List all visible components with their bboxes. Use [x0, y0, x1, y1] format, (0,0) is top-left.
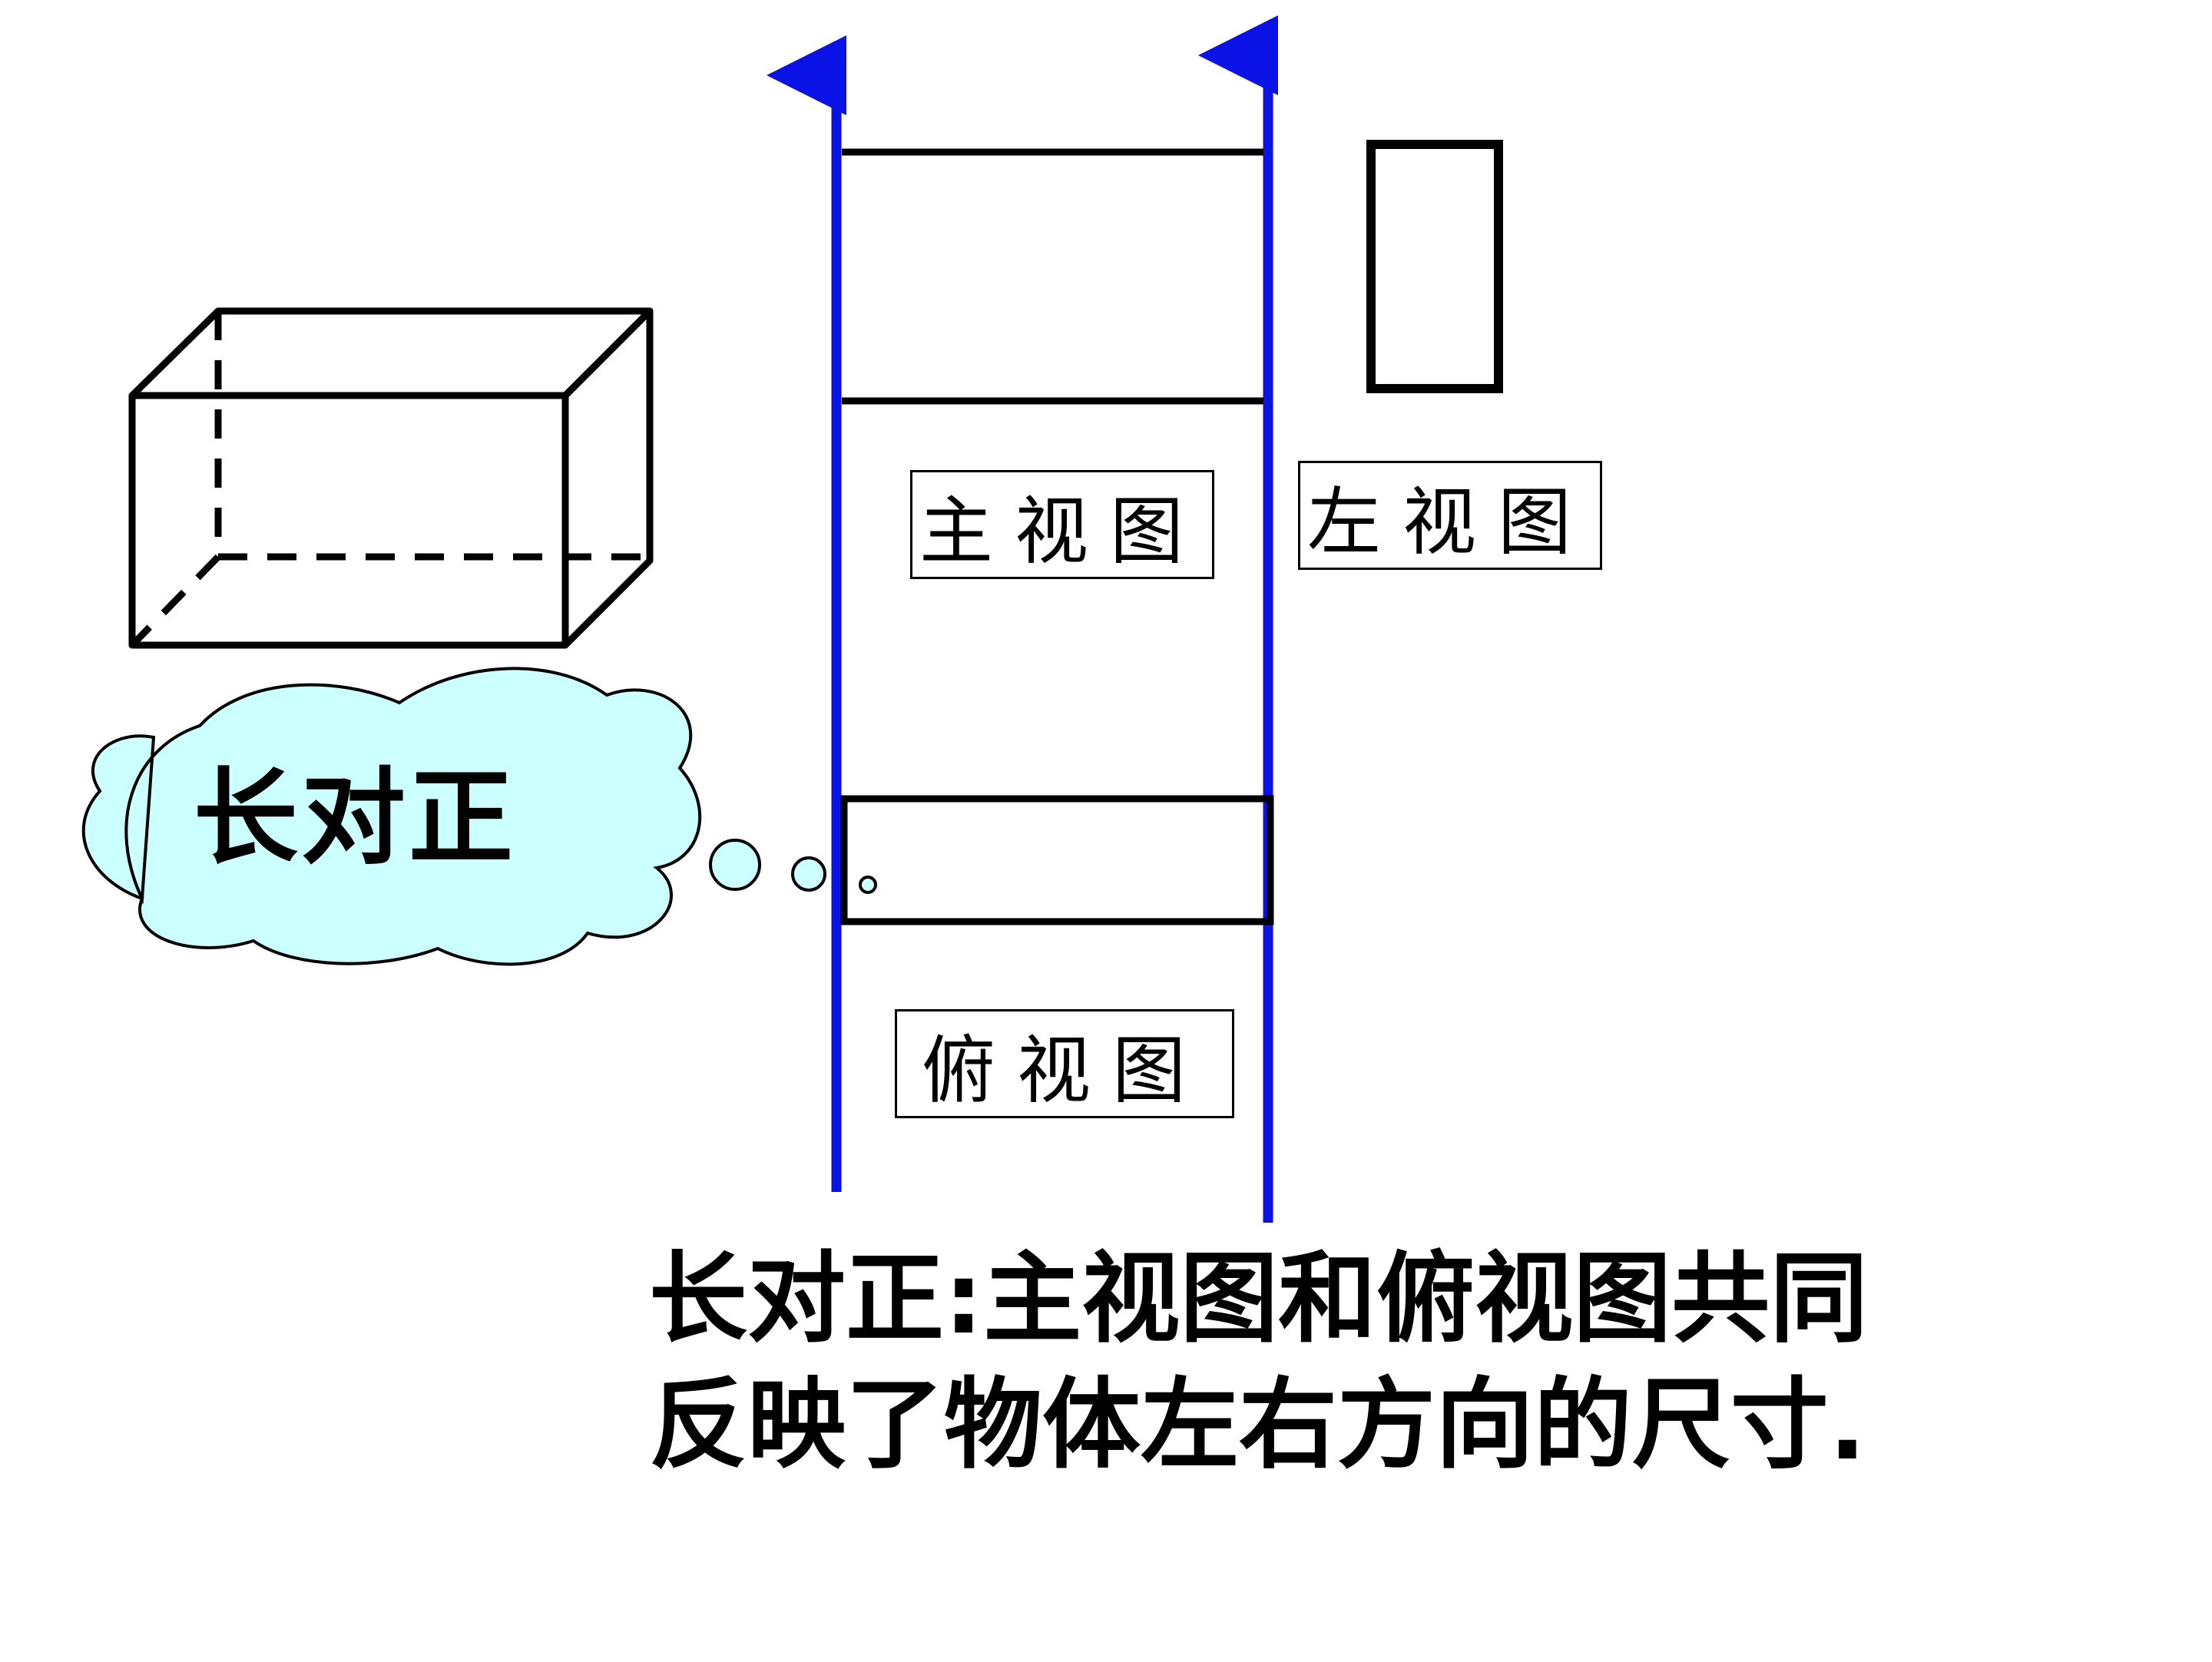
cuboid-front-face [128, 392, 569, 649]
cloud-trail-medium [791, 856, 826, 892]
caption-line-2: 反映了物体左右方向的尺寸. [649, 1368, 1866, 1482]
cloud-shape [81, 667, 702, 966]
cloud-trail-small [859, 876, 877, 894]
cloud-trail-large [709, 839, 761, 891]
projection-lines [767, 15, 1278, 1223]
thought-cloud [81, 667, 877, 966]
top-view-label: 俯视图 [895, 1009, 1234, 1118]
front-view-label: 主视图 [910, 470, 1214, 579]
cuboid-top-face [128, 307, 654, 399]
cuboid-drawing [128, 307, 654, 649]
left-view-shape [1366, 140, 1503, 393]
caption-line-1: 长对正:主视图和俯视图共同 [649, 1242, 1869, 1356]
cloud-text: 长对正 [194, 758, 516, 879]
caption: 长对正:主视图和俯视图共同 反映了物体左右方向的尺寸. [649, 1237, 1868, 1488]
front-view-shape [842, 148, 1263, 405]
left-view-label: 左视图 [1298, 461, 1602, 570]
cuboid-hidden-edges [129, 311, 650, 648]
cuboid-right-face [561, 307, 654, 649]
top-view-shape [840, 795, 1274, 925]
